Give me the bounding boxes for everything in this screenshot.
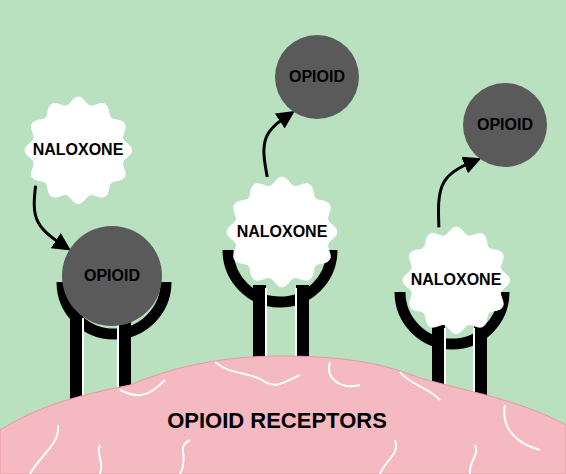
blob-fill xyxy=(403,227,510,334)
node-text: NALOXONE xyxy=(237,223,328,241)
node-text: OPIOID xyxy=(84,267,140,285)
node-text: OPIOID xyxy=(289,68,345,86)
arrow-connector xyxy=(438,160,477,228)
circle-fill xyxy=(275,35,359,119)
naloxone-blob: NALOXONE xyxy=(227,177,337,287)
brain-folds xyxy=(30,362,540,474)
naloxone-blob: NALOXONE xyxy=(25,97,132,204)
region-label: OPIOID RECEPTORS xyxy=(167,408,387,434)
arrow-connector xyxy=(264,113,292,177)
blob-fill xyxy=(227,177,337,287)
opioid-circle: OPIOID xyxy=(275,35,359,119)
node-text: NALOXONE xyxy=(411,271,502,289)
node-text: OPIOID xyxy=(477,116,533,134)
node-text: NALOXONE xyxy=(33,141,124,159)
circle-fill xyxy=(463,83,547,167)
opioid-circle: OPIOID xyxy=(62,226,162,326)
circle-fill xyxy=(62,226,162,326)
opioid-circle: OPIOID xyxy=(463,83,547,167)
blob-fill xyxy=(25,97,132,204)
naloxone-blob: NALOXONE xyxy=(403,227,510,334)
brain xyxy=(0,356,566,474)
